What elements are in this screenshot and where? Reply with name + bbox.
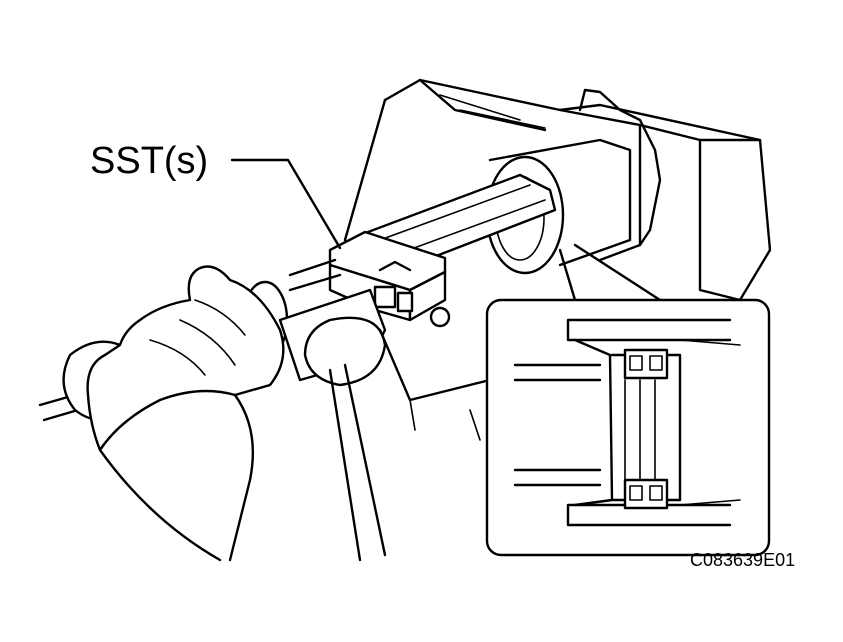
detail-zoom-lines — [558, 243, 662, 302]
work-bench — [328, 328, 492, 562]
callout-label: SST(s) — [90, 140, 208, 182]
sst-tool — [328, 173, 557, 328]
figure-code: C083639E01 — [690, 550, 795, 570]
detail-inset — [485, 298, 771, 557]
gloved-hand — [86, 265, 387, 562]
vise-housing — [343, 78, 772, 302]
sst-callout: SST(s) — [90, 140, 342, 250]
bearing-cross-section — [513, 318, 741, 527]
